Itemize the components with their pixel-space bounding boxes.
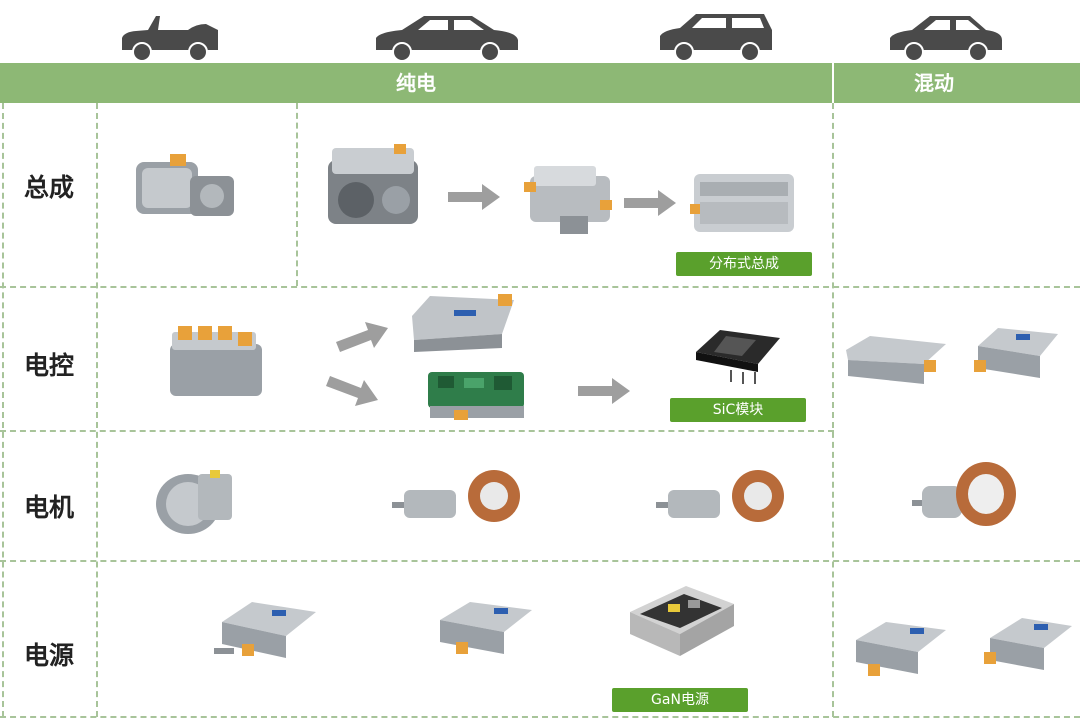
hybrid-power-supply-image bbox=[856, 622, 946, 676]
power-supply-image bbox=[440, 602, 532, 654]
compact-car-icon bbox=[890, 16, 1002, 62]
motor-controller-image bbox=[170, 326, 262, 396]
header-bar bbox=[0, 63, 1080, 103]
motor-rotor-stator-image bbox=[392, 470, 520, 522]
controller-pcb-image bbox=[428, 372, 524, 420]
tag-distributed-assembly: 分布式总成 bbox=[676, 252, 812, 276]
power-supply-image bbox=[214, 602, 316, 658]
hybrid-controller-image bbox=[846, 336, 946, 384]
row-label-controller: 电控 bbox=[23, 351, 74, 380]
grid-line bbox=[0, 430, 834, 432]
row-label-power: 电源 bbox=[23, 641, 74, 670]
grid-line bbox=[2, 103, 4, 717]
arrow-right-icon bbox=[624, 190, 676, 216]
powertrain-assembly-image bbox=[136, 154, 234, 216]
grid-line bbox=[0, 716, 1080, 718]
arrow-down-right-icon bbox=[326, 376, 378, 406]
motor-rotor-stator-image bbox=[656, 470, 784, 522]
grid-line bbox=[0, 560, 1080, 562]
grid-line bbox=[96, 103, 98, 717]
sedan-car-icon bbox=[376, 16, 518, 62]
row-label-motor: 电机 bbox=[23, 493, 74, 522]
tag-sic-module: SiC模块 bbox=[670, 398, 806, 422]
row-label-assembly: 总成 bbox=[23, 173, 74, 202]
controller-housing-image bbox=[412, 294, 514, 352]
convertible-car-icon bbox=[122, 16, 218, 62]
motor-housing-image bbox=[156, 470, 232, 534]
grid-line bbox=[0, 286, 1080, 288]
grid-line bbox=[832, 103, 834, 717]
hybrid-power-supply-image bbox=[984, 618, 1072, 670]
sic-module-image bbox=[696, 330, 780, 384]
gan-power-image bbox=[630, 586, 734, 656]
arrow-right-icon bbox=[448, 184, 500, 210]
header-hybrid: 混动 bbox=[914, 71, 954, 95]
header-divider bbox=[832, 63, 834, 103]
grid-line bbox=[296, 103, 298, 286]
hybrid-controller-image bbox=[974, 328, 1058, 378]
arrow-right-icon bbox=[578, 378, 630, 404]
distributed-assembly-image bbox=[690, 174, 794, 232]
hybrid-motor-image bbox=[912, 462, 1016, 526]
hatchback-car-icon bbox=[660, 14, 772, 62]
arrow-up-right-icon bbox=[336, 322, 388, 352]
tag-gan-power: GaN电源 bbox=[612, 688, 748, 712]
integrated-assembly-image bbox=[328, 144, 418, 224]
compact-assembly-image bbox=[524, 166, 612, 234]
header-pure-electric: 纯电 bbox=[396, 71, 436, 95]
